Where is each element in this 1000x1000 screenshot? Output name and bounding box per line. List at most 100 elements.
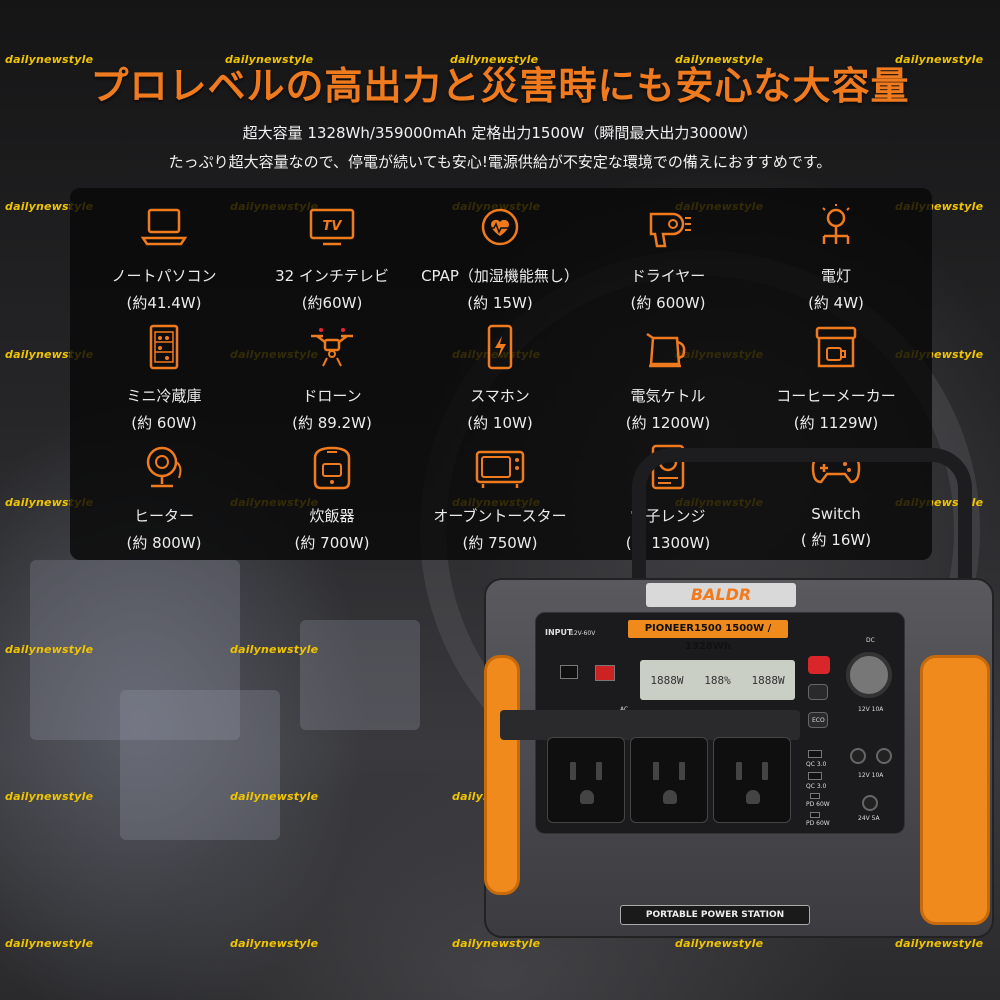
description-line: たっぷり超大容量なので、停電が続いても安心!電源供給が不安定な環境での備えにおす… xyxy=(168,153,832,171)
qc-label: QC 3.0 xyxy=(806,761,827,768)
appliance-label: CPAP（加湿機能無し） xyxy=(421,267,579,285)
pd-label: PD 60W xyxy=(806,820,830,827)
light-bulb-icon xyxy=(808,201,864,253)
watermark: dailynewstyle xyxy=(450,53,539,66)
watermark: dailynewstyle xyxy=(230,643,319,656)
eco-button[interactable] xyxy=(808,712,828,728)
appliance-grid: ノートパソコン(約41.4W) TV 32 インチテレビ (約60W) CPAP（加湿機… xyxy=(80,195,920,555)
model-rating: 1500W / 1328Wh xyxy=(685,623,772,652)
model-name: PIONEER1500 xyxy=(644,623,722,634)
appliance-label: ドローン xyxy=(302,387,362,405)
appliance-power: (約 600W) xyxy=(630,294,706,312)
watermark: dailynewstyle xyxy=(225,53,314,66)
input-spec: 12V-60V xyxy=(570,630,596,637)
appliance-label: 電灯 xyxy=(820,267,851,285)
watermark: dailynewstyle xyxy=(5,937,94,950)
appliance-item: ミニ冷蔵庫 (約 60W) xyxy=(80,315,248,435)
appliance-label: ドライヤー xyxy=(630,267,706,285)
appliance-power: (約 4W) xyxy=(808,294,864,312)
lcd-display: 1888W 188% 1888W xyxy=(640,660,795,700)
appliance-power: (約 750W) xyxy=(462,534,538,552)
svg-text:TV: TV xyxy=(323,219,343,234)
laptop-icon xyxy=(136,201,192,253)
appliance-item: 炊飯器(約 700W) xyxy=(248,435,416,555)
pd-label: PD 60W xyxy=(806,801,830,808)
appliance-item: Switch( 約 16W) xyxy=(752,435,920,555)
appliance-label: ミニ冷蔵庫 xyxy=(126,387,202,405)
product-name-plate: PORTABLE POWER STATION xyxy=(620,905,810,925)
coffee-maker-icon xyxy=(808,321,864,373)
appliance-power: (約 15W) xyxy=(467,294,533,312)
appliance-item: オーブントースター(約 750W) xyxy=(416,435,584,555)
appliance-label: Switch xyxy=(811,505,861,523)
dc5521-port xyxy=(862,795,878,811)
appliance-label: 電子レンジ xyxy=(630,507,706,525)
ac-outlet xyxy=(547,737,625,823)
watermark: dailynewstyle xyxy=(675,937,764,950)
background-robot-shape xyxy=(30,560,240,740)
watermark: dailynewstyle xyxy=(895,53,984,66)
light-button[interactable] xyxy=(808,684,828,700)
usb-qc-port xyxy=(808,750,822,758)
appliance-item: スマホン (約 10W) xyxy=(416,315,584,435)
spec-line: 超大容量 1328Wh/359000mAh 定格出力1500W（瞬間最大出力30… xyxy=(242,124,758,142)
dc-port xyxy=(850,748,866,764)
cpap-icon xyxy=(472,201,528,253)
ac-outlet xyxy=(713,737,791,823)
appliance-panel xyxy=(70,188,932,560)
car-socket-label: 12V 10A xyxy=(858,706,884,713)
power-button[interactable] xyxy=(808,656,830,674)
hair-dryer-icon xyxy=(640,201,696,253)
background-robot-shape xyxy=(120,690,280,840)
appliance-item: TV 32 インチテレビ (約60W) xyxy=(248,195,416,315)
mini-fridge-icon xyxy=(136,321,192,373)
watermark: dailynewstyle xyxy=(5,53,94,66)
eco-label: ECO xyxy=(812,717,825,724)
tv-icon: TV xyxy=(304,201,360,253)
car-socket xyxy=(846,652,892,698)
appliance-power: (約 800W) xyxy=(126,534,202,552)
appliance-power: (約 10W) xyxy=(467,414,533,432)
rice-cooker-icon xyxy=(304,441,360,493)
appliance-item: ドローン (約 89.2W) xyxy=(248,315,416,435)
appliance-item: ノートパソコン(約41.4W) xyxy=(80,195,248,315)
appliance-label: コーヒーメーカー xyxy=(776,387,896,405)
dc-label: DC xyxy=(866,637,875,644)
ac-outlet xyxy=(630,737,708,823)
appliance-power: (約 60W) xyxy=(131,414,197,432)
dc-port xyxy=(876,748,892,764)
toaster-oven-icon xyxy=(472,441,528,493)
smartphone-icon xyxy=(472,321,528,373)
appliance-label: 32 インチテレビ xyxy=(275,267,389,285)
station-handle xyxy=(632,448,972,588)
appliance-item: 電灯 (約 4W) xyxy=(752,195,920,315)
appliance-power: (約 1300W) xyxy=(625,534,711,552)
usb-c-port xyxy=(810,812,820,818)
dc5521-label: 24V 5A xyxy=(858,815,880,822)
background-robot-shape xyxy=(300,620,420,730)
appliance-power: (約60W) xyxy=(301,294,363,312)
anderson-port xyxy=(595,665,615,681)
appliance-item: コーヒーメーカー(約 1129W) xyxy=(752,315,920,435)
appliance-item: ヒーター(約 800W) xyxy=(80,435,248,555)
electric-kettle-icon xyxy=(640,321,696,373)
usb-qc-port xyxy=(808,772,822,780)
appliance-label: スマホン xyxy=(470,387,530,405)
watermark: dailynewstyle xyxy=(230,937,319,950)
model-tag: PIONEER1500 1500W / 1328Wh xyxy=(628,620,788,652)
right-bumper xyxy=(920,655,990,925)
drone-icon xyxy=(304,321,360,373)
headline: プロレベルの高出力と災害時にも安心な大容量 xyxy=(90,64,910,108)
lcd-output-value: 1888W xyxy=(751,673,785,687)
appliance-label: 炊飯器 xyxy=(309,507,355,525)
watermark: dailynewstyle xyxy=(452,937,541,950)
watermark: dailynewstyle xyxy=(5,643,94,656)
appliance-power: (約41.4W) xyxy=(126,294,202,312)
appliance-power: (約 89.2W) xyxy=(292,414,372,432)
heater-icon xyxy=(136,441,192,493)
watermark: dailynewstyle xyxy=(5,790,94,803)
lcd-input-value: 1888W xyxy=(650,673,684,687)
dc-port-label: 12V 10A xyxy=(858,772,884,779)
left-bumper xyxy=(484,655,520,895)
lcd-battery-value: 188% xyxy=(704,673,731,687)
